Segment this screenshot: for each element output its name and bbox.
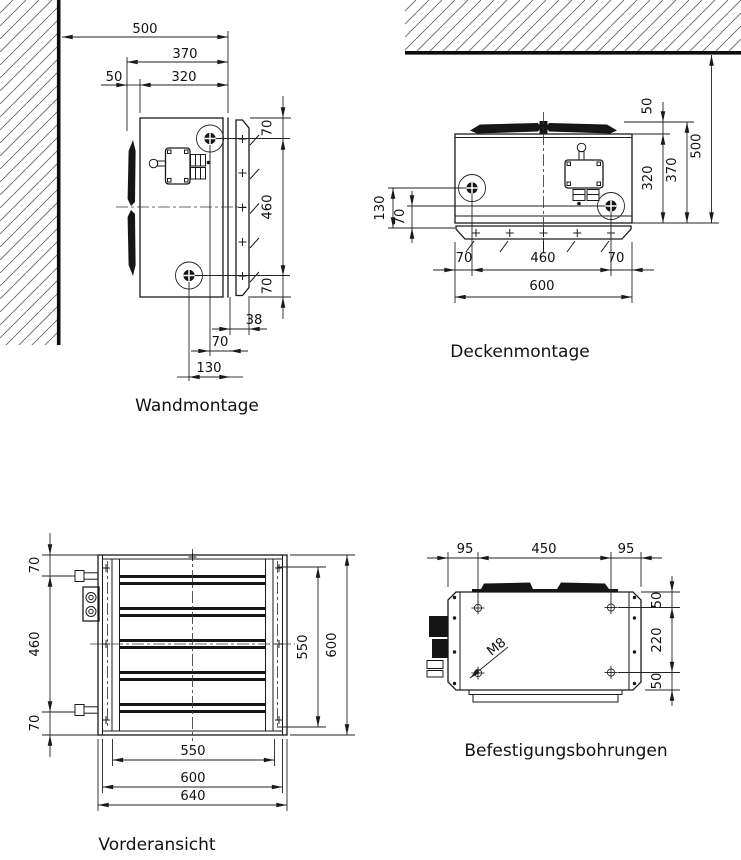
- dim-label: 70: [261, 278, 276, 295]
- dim-label: 370: [665, 157, 680, 182]
- mounting-flange: [235, 119, 250, 297]
- dim-label: 600: [529, 279, 554, 294]
- dim-label: 70: [28, 715, 43, 732]
- mounting-bolt: [74, 704, 99, 716]
- view-title: Vorderansicht: [98, 835, 216, 855]
- dim-label: 460: [261, 194, 276, 219]
- dim-label: 500: [690, 133, 705, 158]
- switch-knob: [148, 158, 159, 169]
- fan-blade: [127, 210, 136, 276]
- flange-screws: [238, 134, 260, 283]
- dim-label: 70: [456, 251, 473, 266]
- mounting-bolt: [74, 570, 99, 582]
- dim-label: 95: [618, 542, 635, 557]
- switch-knob: [576, 142, 587, 153]
- dim-label: 70: [28, 557, 43, 574]
- thread-label: M8: [484, 635, 509, 659]
- dim-label: 220: [650, 627, 665, 652]
- view-wandmontage: 500 370 50 320 70 460 70 38 70 130 Wandm…: [0, 0, 291, 416]
- dim-label: 460: [28, 631, 43, 656]
- switch-block: [426, 616, 448, 678]
- dim-label: 50: [106, 70, 123, 85]
- dim-label: 50: [641, 98, 656, 115]
- dim-label: 600: [180, 771, 205, 786]
- frame-screws: [102, 553, 283, 724]
- connector-box: [82, 586, 100, 622]
- flange-screws: [465, 229, 615, 253]
- view-title: Deckenmontage: [450, 342, 589, 362]
- switch-lever: [578, 151, 585, 161]
- duct-collar: [472, 694, 619, 703]
- dim-label: 320: [171, 70, 196, 85]
- dim-label: 550: [296, 634, 311, 659]
- duct-collar: [468, 689, 623, 695]
- unit-body: [139, 117, 224, 298]
- dim-label: 500: [132, 22, 157, 37]
- unit-body: [447, 591, 642, 691]
- view-title: Befestigungsbohrungen: [464, 741, 667, 761]
- cable-gland: [190, 154, 206, 167]
- dimension-lines: [390, 55, 714, 300]
- dimension-lines: [427, 555, 675, 706]
- view-title: Wandmontage: [135, 396, 259, 416]
- switch-box: [564, 142, 604, 206]
- extension-lines: [447, 552, 680, 691]
- dim-label: 550: [180, 744, 205, 759]
- switch-lever: [157, 160, 166, 167]
- extension-lines: [388, 121, 719, 303]
- dim-label: 70: [261, 120, 276, 137]
- dim-label: 50: [650, 673, 665, 690]
- dim-label: 640: [180, 789, 205, 804]
- thread-leader: [469, 646, 509, 679]
- dimension-lines: [62, 34, 286, 380]
- wall-hatch: [0, 0, 57, 345]
- dim-label: 130: [196, 361, 221, 376]
- dim-label: 95: [457, 542, 474, 557]
- dim-label: 370: [172, 47, 197, 62]
- ceiling-hatch: [405, 0, 741, 51]
- view-deckenmontage: 130 70 70 460 70 600 50 320 370 500 Deck…: [373, 0, 741, 362]
- dim-label: 450: [531, 542, 556, 557]
- dim-label: 600: [325, 632, 340, 657]
- fan-blades: [472, 582, 618, 593]
- dimension-lines: [47, 533, 350, 808]
- dim-label: 70: [393, 209, 408, 226]
- dim-label: 460: [530, 251, 555, 266]
- switch-box: [148, 147, 211, 185]
- dim-label: 50: [650, 592, 665, 609]
- cable-gland: [190, 167, 206, 180]
- dim-label: 70: [608, 251, 625, 266]
- view-befestigungsbohrungen: M8 95 450 95 50 220: [426, 542, 680, 761]
- panel-screws: [452, 595, 637, 686]
- dim-label: 130: [373, 195, 388, 220]
- fan-blade: [127, 140, 136, 206]
- dim-label: 70: [212, 335, 229, 350]
- dim-label: 320: [641, 165, 656, 190]
- dim-label: 38: [246, 313, 263, 328]
- view-vorderansicht: 70 460 70 550 600 550 600 640 Vorderansi…: [28, 533, 355, 855]
- duct-flange: [455, 225, 632, 240]
